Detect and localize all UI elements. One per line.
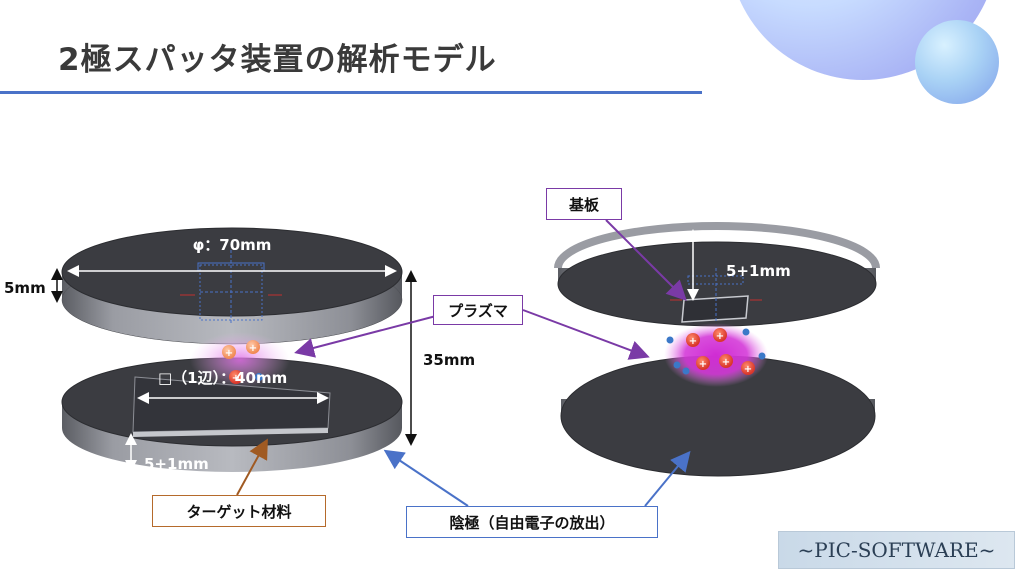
target-material-arrow bbox=[236, 438, 268, 496]
plasma-callout: プラズマ bbox=[433, 295, 523, 325]
target-side-label: □（1辺）：40mm bbox=[158, 369, 287, 387]
svg-text:+: + bbox=[722, 357, 730, 368]
target-material-callout: ターゲット材料 bbox=[152, 495, 326, 527]
gap-label: 35mm bbox=[423, 351, 476, 369]
left-particles: + + + bbox=[222, 340, 263, 384]
svg-text:+: + bbox=[689, 336, 697, 347]
plasma-arrow-right bbox=[522, 309, 650, 360]
svg-text:+: + bbox=[699, 359, 707, 370]
cathode-callout: 陰極（自由電子の放出） bbox=[406, 506, 658, 538]
plasma-arrow-left bbox=[294, 315, 437, 358]
substrate-callout: 基板 bbox=[546, 188, 622, 220]
right-lower-electrode bbox=[560, 355, 876, 477]
right-upper-electrode bbox=[554, 222, 880, 327]
right-particles: + + + + + bbox=[666, 328, 766, 375]
svg-text:+: + bbox=[232, 373, 240, 384]
diameter-label: φ：70mm bbox=[193, 236, 272, 254]
cathode-arrow-left bbox=[383, 449, 469, 507]
svg-text:+: + bbox=[744, 364, 752, 375]
slide-title: 2極スパッタ装置の解析モデル bbox=[58, 42, 497, 78]
svg-text:+: + bbox=[249, 343, 257, 354]
left-offset-label: 5+1mm bbox=[144, 455, 209, 473]
decorative-circle-small bbox=[915, 20, 999, 104]
left-plasma bbox=[190, 332, 290, 388]
right-offset-label: 5+1mm bbox=[726, 262, 791, 280]
title-underline bbox=[0, 91, 702, 94]
substrate-arrow bbox=[605, 219, 687, 301]
thickness-label: 5mm bbox=[4, 279, 46, 297]
brand-watermark: ~PIC-SOFTWARE~ bbox=[778, 531, 1015, 569]
cathode-arrow-right bbox=[644, 450, 691, 507]
svg-text:+: + bbox=[716, 331, 724, 342]
svg-text:+: + bbox=[225, 348, 233, 359]
